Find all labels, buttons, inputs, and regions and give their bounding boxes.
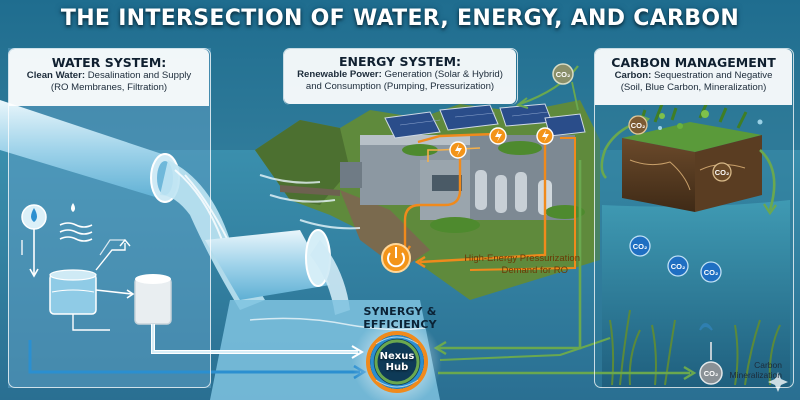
lightning-icon: [449, 127, 554, 159]
water-system-header: WATER SYSTEM: Clean Water: Desalination …: [9, 49, 209, 106]
energy-system-desc-line2: and Consumption (Pumping, Pressurization…: [305, 81, 495, 92]
energy-system-title: ENERGY SYSTEM:: [338, 54, 462, 69]
carbon-desc-line1: Sequestration and Negative: [651, 70, 773, 81]
nexus-hub-emblem: [352, 317, 442, 400]
nexus-hub-label: Nexus Hub: [372, 351, 422, 373]
energy-system-desc-bold: Renewable Power:: [297, 69, 382, 80]
carbon-management-header: CARBON MANAGEMENT Carbon: Sequestration …: [595, 49, 792, 105]
sparkle-icon: [768, 372, 788, 392]
water-system-panel: WATER SYSTEM: Clean Water: Desalination …: [8, 48, 211, 388]
synergy-label: SYNERGY & EFFICIENCY: [363, 305, 437, 331]
water-system-desc-bold: Clean Water:: [26, 70, 86, 81]
energy-demand-line2: Demand for RO: [501, 264, 568, 276]
carbon-management-panel: CARBON MANAGEMENT Carbon: Sequestration …: [594, 48, 794, 388]
nexus-hub-line2: Hub: [385, 362, 409, 373]
energy-system-desc-line1: Generation (Solar & Hybrid): [381, 69, 503, 80]
energy-system-panel: ENERGY SYSTEM: Renewable Power: Generati…: [283, 48, 518, 105]
water-system-desc-line2: (RO Membranes, Filtration): [50, 82, 168, 93]
energy-flow-arrows: [398, 132, 576, 271]
seagrass-illustration: [609, 309, 781, 386]
carbon-desc-line2: (Soil, Blue Carbon, Mineralization): [620, 82, 767, 93]
power-icon: [381, 243, 411, 273]
water-system-title: WATER SYSTEM:: [51, 55, 167, 70]
mineral-line1: Carbon: [754, 360, 782, 370]
energy-system-description: Renewable Power: Generation (Solar & Hyb…: [284, 69, 516, 93]
water-to-hub-arrows: [28, 324, 367, 380]
energy-demand-note: High-Energy Pressurization Demand for RO: [430, 253, 580, 276]
energy-demand-line1: High-Energy Pressurization: [464, 253, 580, 264]
water-system-flow: [21, 203, 172, 331]
water-system-description: Clean Water: Desalination and Supply (RO…: [9, 70, 209, 94]
water-system-desc-line1: Desalination and Supply: [85, 70, 192, 81]
page-title: THE INTERSECTION OF WATER, ENERGY, AND C…: [60, 6, 740, 31]
carbon-management-title: CARBON MANAGEMENT: [611, 55, 776, 70]
carbon-desc-bold: Carbon:: [614, 70, 652, 81]
nexus-hub-line1: Nexus: [379, 351, 415, 362]
mineral-line2: Mineralization: [729, 370, 782, 380]
energy-system-header: ENERGY SYSTEM: Renewable Power: Generati…: [284, 49, 516, 104]
carbon-mineralization-label: Carbon Mineralization: [718, 360, 782, 380]
energy-plant-illustration: [280, 103, 586, 233]
carbon-flow-arrows: [433, 65, 777, 381]
carbon-management-description: Carbon: Sequestration and Negative (Soil…: [595, 70, 792, 94]
